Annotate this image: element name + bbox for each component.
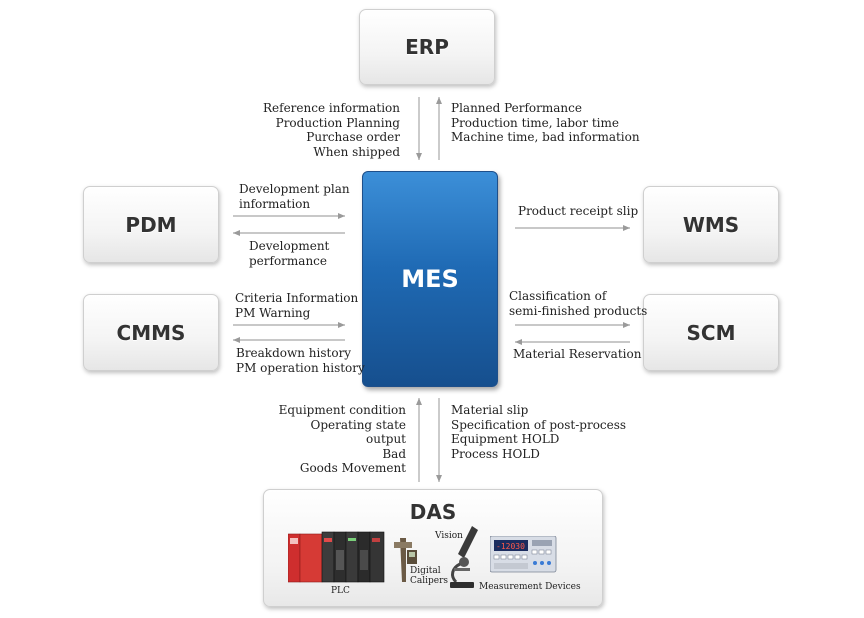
plc-icon (288, 531, 385, 583)
cmms-label: CMMS (116, 320, 186, 345)
erp-box: ERP (359, 9, 495, 85)
meter-readout: -12030 (496, 542, 525, 551)
mes-label: MES (401, 265, 459, 293)
flow-line: Production time, labor time (451, 115, 619, 130)
mes-to-scm-text: Classification of semi-finished products (509, 289, 647, 318)
flow-line: Purchase order (306, 130, 400, 145)
flow-line: Reference information (263, 101, 400, 115)
flow-line: semi-finished products (509, 303, 648, 318)
scm-label: SCM (686, 320, 736, 345)
das-label: DAS (409, 500, 457, 524)
cmms-to-mes-text: Criteria Information PM Warning (235, 291, 358, 320)
calipers-caption: Digital Calipers (410, 566, 448, 586)
wms-box: WMS (643, 186, 779, 263)
plc-caption: PLC (331, 586, 350, 596)
erp-to-mes-text: Reference information Production Plannin… (263, 101, 400, 159)
flow-line: Goods Movement (299, 461, 406, 476)
pdm-box: PDM (83, 186, 219, 263)
scm-box: SCM (643, 294, 779, 371)
mes-to-erp-text: Planned Performance Production time, lab… (451, 101, 640, 145)
mes-to-cmms-text: Breakdown history PM operation history (236, 346, 365, 375)
flow-line: Material slip (451, 403, 529, 417)
mes-box: MES (362, 171, 498, 387)
mes-to-wms-text: Product receipt slip (518, 204, 638, 219)
das-box: DAS PLC Digital Calipers Vision (263, 489, 603, 607)
flow-line: Classification of (509, 289, 607, 303)
mes-to-pdm-text: Development performance (249, 239, 329, 268)
pdm-label: PDM (125, 212, 177, 237)
scm-to-mes-text: Material Reservation (513, 347, 641, 362)
flow-line: When shipped (313, 144, 400, 159)
flow-line: output (365, 432, 406, 447)
vision-caption: Vision (435, 531, 463, 541)
flow-line: performance (249, 253, 328, 268)
flow-line: Criteria Information (235, 291, 359, 305)
measurement-caption: Measurement Devices (479, 582, 581, 592)
flow-line: PM operation history (236, 360, 365, 375)
flow-line: Production Planning (275, 115, 400, 130)
pdm-to-mes-text: Development plan information (239, 182, 350, 211)
flow-line: Development plan (239, 182, 350, 196)
flow-line: Development (249, 239, 330, 253)
flow-line: Specification of post-process (451, 417, 627, 432)
flow-line: Bad (382, 446, 406, 461)
flow-line: Operating state (310, 417, 406, 432)
flow-line: Equipment HOLD (451, 432, 560, 447)
flow-line: Material Reservation (513, 347, 642, 361)
mes-to-das-text: Material slip Specification of post-proc… (451, 403, 626, 461)
flow-line: Planned Performance (451, 101, 582, 115)
flow-line: Product receipt slip (518, 204, 639, 218)
flow-line: Machine time, bad information (451, 130, 640, 145)
calipers-icon (394, 538, 417, 582)
das-to-mes-text: Equipment condition Operating state outp… (279, 403, 406, 476)
cmms-box: CMMS (83, 294, 219, 371)
wms-label: WMS (682, 212, 740, 237)
microscope-icon (450, 526, 478, 588)
erp-label: ERP (405, 35, 449, 59)
flow-line: Breakdown history (236, 346, 352, 360)
measurement-device-icon: -12030 (490, 536, 557, 573)
flow-line: PM Warning (235, 305, 311, 320)
flow-line: information (239, 196, 311, 211)
flow-line: Process HOLD (451, 446, 540, 461)
caption-line: Calipers (410, 576, 449, 586)
flow-line: Equipment condition (278, 403, 406, 417)
caption-line: Digital (410, 566, 441, 576)
